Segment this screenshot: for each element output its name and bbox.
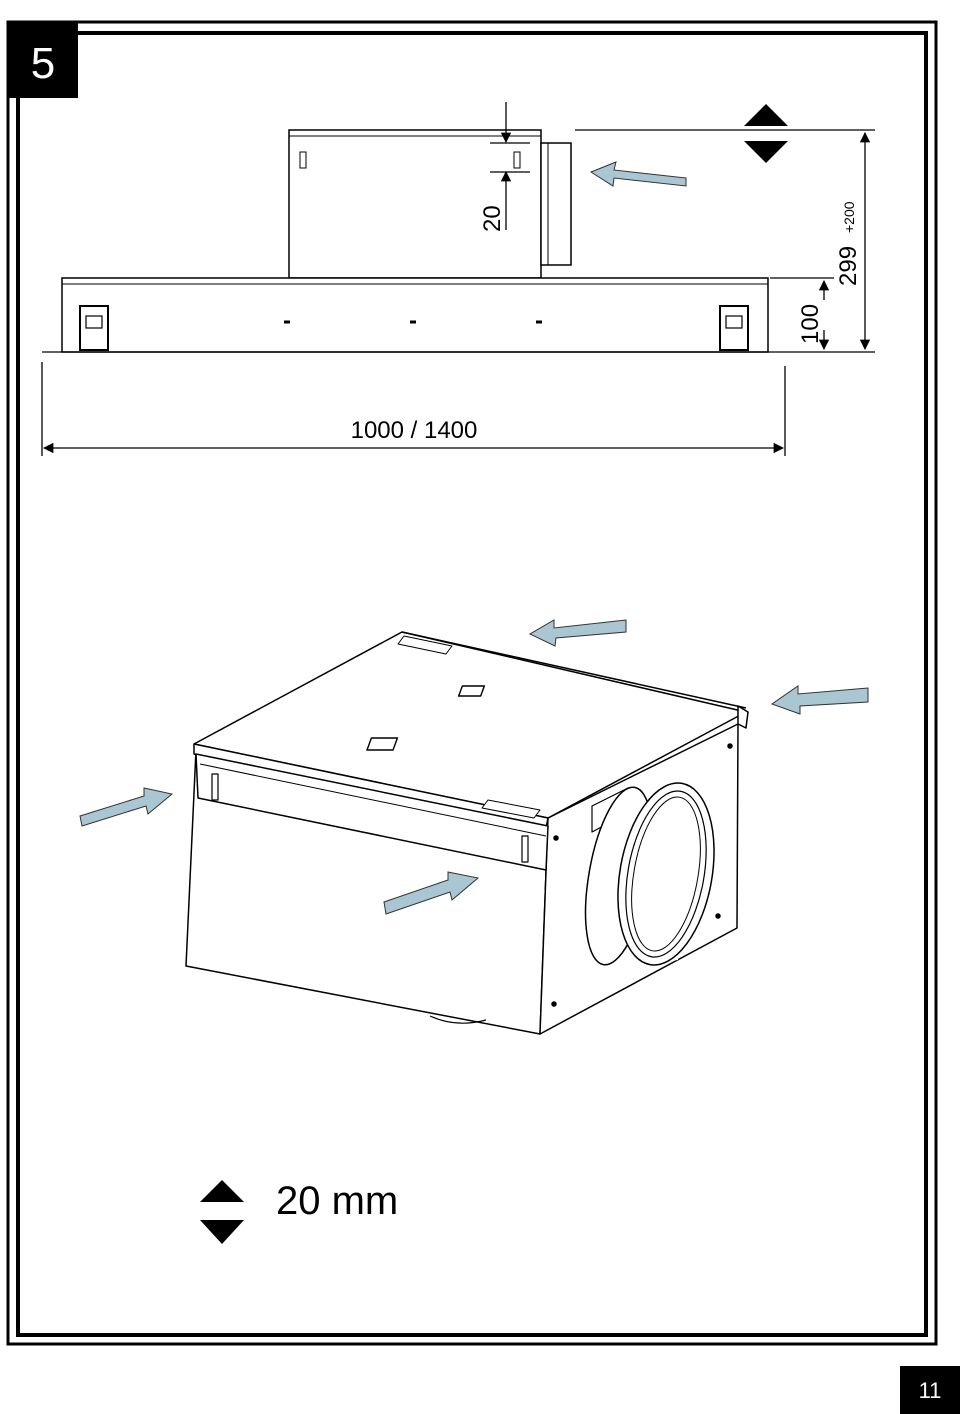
dimension-total-height-label: 299 [835, 246, 862, 286]
legend-text: 20 mm [276, 1179, 398, 1223]
airflow-arrow-icon [79, 787, 174, 827]
clip-left [79, 305, 109, 351]
dimension-heights [575, 129, 875, 353]
airflow-arrows-iso [79, 619, 869, 915]
airflow-arrow-icon [589, 161, 687, 187]
up-down-adjust-icon [744, 104, 788, 163]
dimension-extra-height-label: +200 [841, 201, 857, 233]
clip-right [719, 305, 749, 351]
up-down-adjust-icon [200, 1180, 244, 1244]
step-badge: 5 [8, 22, 78, 98]
airflow-arrow-icon [770, 685, 869, 715]
dimension-width-label: 1000 / 1400 [351, 417, 478, 444]
airflow-arrow-icon [383, 871, 480, 915]
page-number-badge: 11 [900, 1366, 960, 1414]
step-number: 5 [31, 39, 55, 88]
page-frame [6, 20, 938, 1346]
top-view-drawing [42, 129, 790, 353]
dimension-base-height-label: 100 [797, 304, 824, 344]
page-number: 11 [919, 1378, 942, 1403]
airflow-arrow-icon [528, 619, 627, 647]
duct-outlet-ring [584, 782, 715, 966]
dimension-width [41, 362, 786, 456]
dimension-clearance [490, 102, 530, 230]
dimension-clearance-label: 20 [479, 205, 506, 232]
legend: 20 mm [200, 1179, 398, 1244]
